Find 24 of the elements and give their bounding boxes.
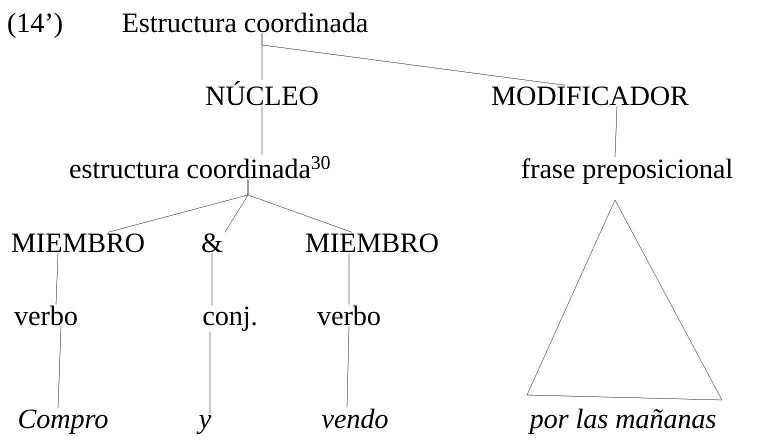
node-label: verbo bbox=[14, 306, 77, 326]
tree-branch bbox=[248, 179, 352, 232]
node-label: NÚCLEO bbox=[206, 80, 318, 106]
node-label: MIEMBRO bbox=[12, 233, 144, 252]
node-label: estructura coordinada$^{30}$ bbox=[70, 156, 330, 178]
leaf-word: y bbox=[196, 415, 212, 434]
node-label: MODIFICADOR bbox=[492, 86, 689, 106]
tree-branch bbox=[262, 33, 566, 86]
node-label: verbo bbox=[317, 306, 380, 326]
tree-branch bbox=[614, 106, 618, 158]
tree-branch bbox=[56, 253, 58, 305]
node-label: & bbox=[202, 233, 222, 252]
leaf-word: por las mañanas bbox=[528, 408, 716, 434]
example-number: (14’) bbox=[8, 12, 62, 38]
tree-branch bbox=[346, 326, 350, 408]
leaf-word: Compro bbox=[19, 409, 108, 434]
tree-branch bbox=[58, 326, 62, 408]
triangle bbox=[526, 200, 722, 400]
node-label: conj. bbox=[203, 306, 256, 331]
node-label: frase preposicional bbox=[522, 158, 733, 184]
tree-branch bbox=[348, 253, 350, 305]
leaf-word: vendo bbox=[322, 408, 388, 428]
node-label: Estructura coordinada bbox=[122, 12, 368, 32]
node-label: MIEMBRO bbox=[306, 233, 438, 252]
